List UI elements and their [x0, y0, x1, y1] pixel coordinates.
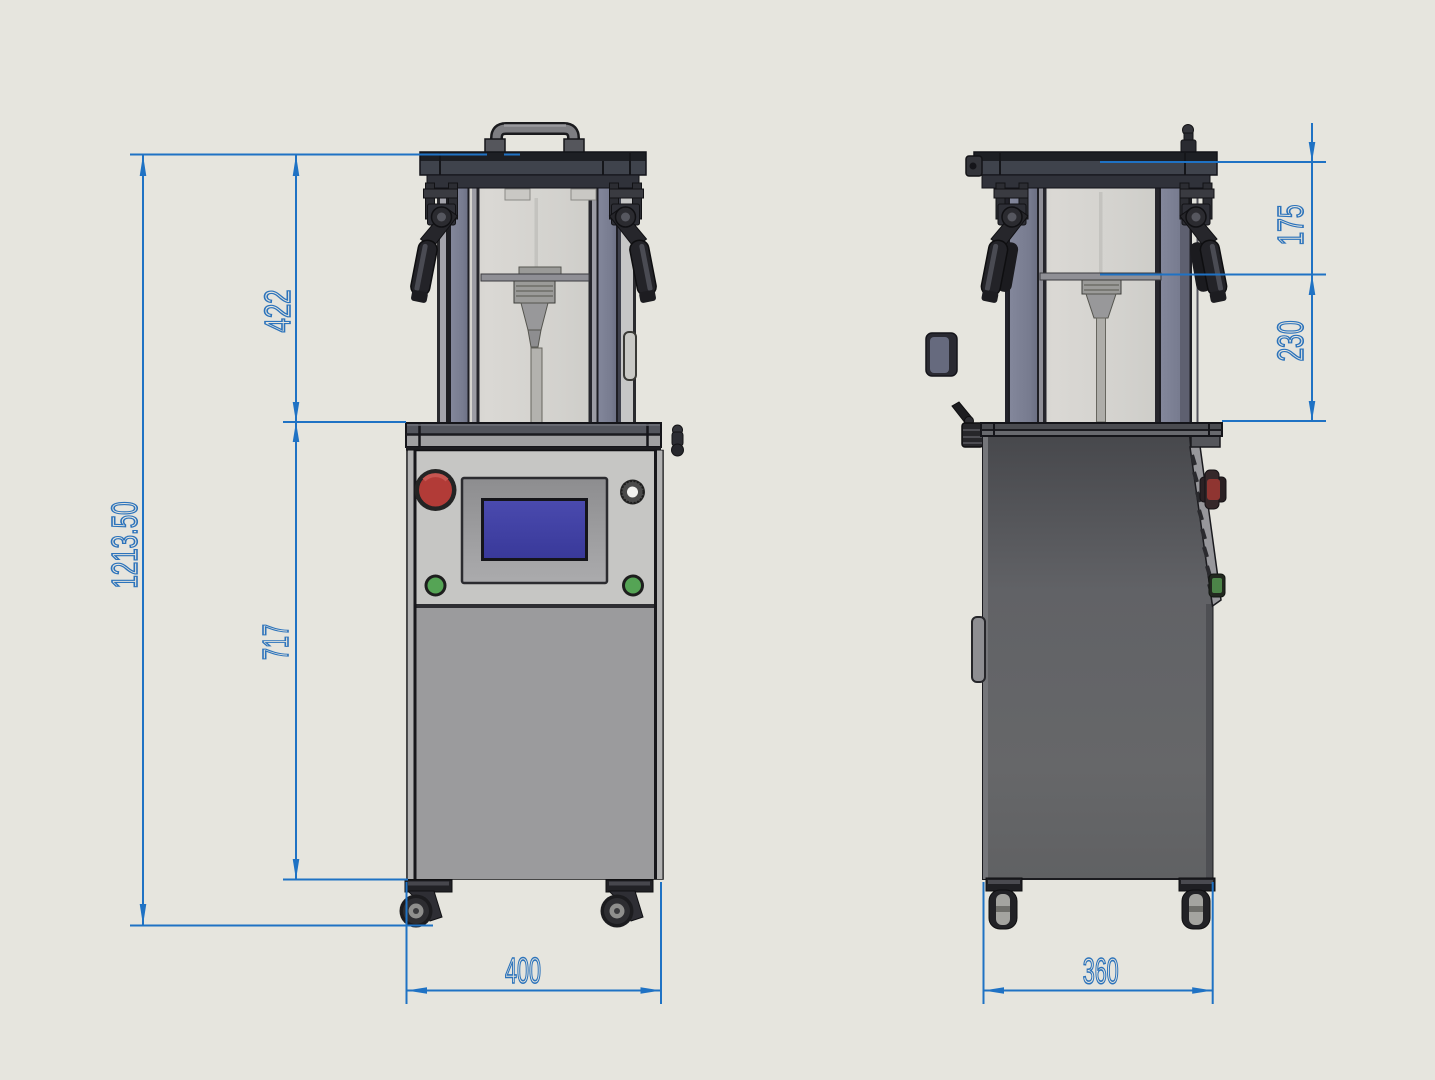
- svg-text:1213.50: 1213.50: [104, 502, 145, 589]
- svg-text:717: 717: [255, 624, 296, 660]
- svg-text:360: 360: [1083, 951, 1119, 992]
- svg-text:400: 400: [505, 950, 541, 991]
- svg-text:175: 175: [1270, 205, 1311, 246]
- svg-text:230: 230: [1270, 321, 1311, 362]
- svg-text:422: 422: [257, 290, 298, 333]
